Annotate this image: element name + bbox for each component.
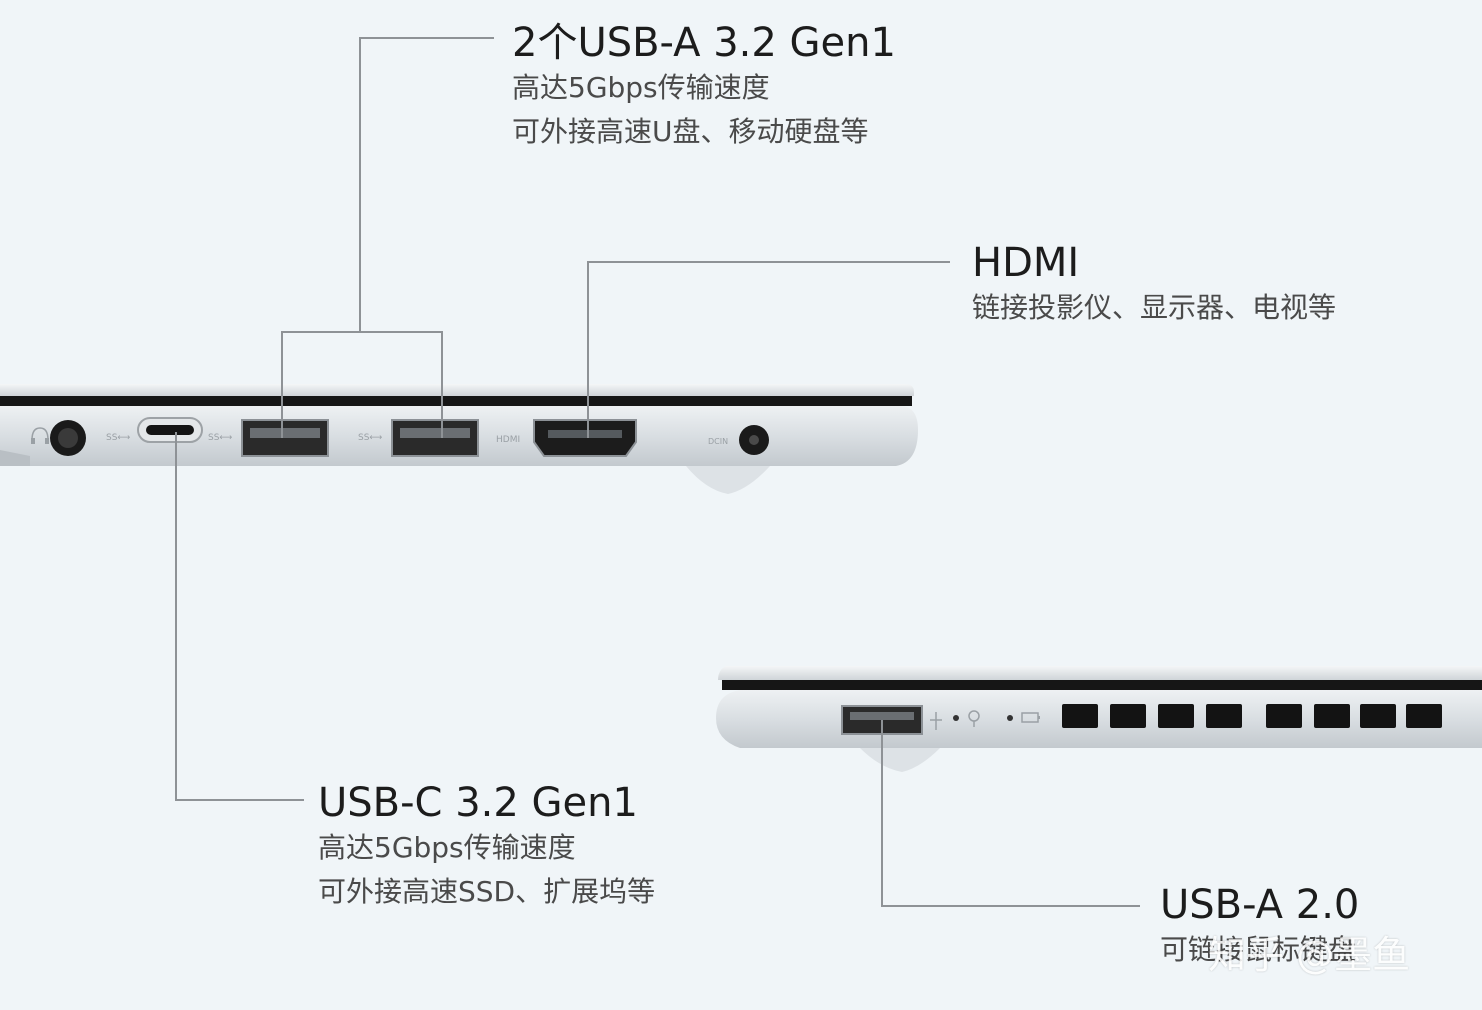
- leader-usb-a-32: [359, 37, 494, 332]
- hdmi-port-inner: [548, 430, 622, 438]
- headset-icon: [31, 427, 49, 444]
- rubber-foot: [686, 466, 770, 494]
- usb-icon: [930, 712, 942, 730]
- usb-a-port-1-tongue: [250, 428, 320, 438]
- label-usb-a-32: 2个USB-A 3.2 Gen1 高达5Gbps传输速度 可外接高速U盘、移动硬…: [512, 20, 896, 154]
- vent-slot: [1158, 704, 1194, 728]
- lid-edge: [0, 384, 914, 396]
- vent-slot: [1360, 704, 1396, 728]
- label-hdmi-line1: 链接投影仪、显示器、电视等: [972, 291, 1337, 324]
- charge-led: [953, 715, 959, 721]
- vent-slot: [1206, 704, 1242, 728]
- label-usb-a-32-line2: 可外接高速U盘、移动硬盘等: [512, 115, 869, 148]
- leader-usb-a-20: [881, 720, 1140, 907]
- rubber-foot-right: [860, 748, 940, 772]
- hdmi-marking: HDMI: [496, 435, 520, 445]
- vent-slot: [1266, 704, 1302, 728]
- leader-usb-a-32-bracket: [281, 331, 443, 438]
- label-usb-c-32-line1: 高达5Gbps传输速度: [318, 831, 576, 864]
- hinge-shadow: [0, 450, 30, 466]
- dc-in-pin: [749, 435, 759, 445]
- label-usb-a-32-title: 2个USB-A 3.2 Gen1: [512, 20, 896, 66]
- watermark: 知乎 @墨鱼: [1208, 933, 1411, 977]
- label-usb-a-20-title: USB-A 2.0: [1160, 882, 1360, 928]
- vent-slot: [1406, 704, 1442, 728]
- battery-icon: [1021, 712, 1040, 723]
- usb-a-20-port-tongue: [850, 712, 914, 720]
- ss-marking-2: SS⟷: [208, 433, 232, 443]
- label-usb-a-20-line1: 可链接鼠标键盘: [1160, 933, 1357, 966]
- lid-gap-right: [722, 680, 1482, 690]
- lid-edge-right: [718, 666, 1482, 680]
- audio-jack-inner: [58, 428, 78, 448]
- lid-gap: [0, 396, 912, 406]
- laptop-right-side: [716, 666, 1482, 772]
- label-hdmi-title: HDMI: [972, 240, 1080, 286]
- label-usb-c-32-title: USB-C 3.2 Gen1: [318, 780, 638, 826]
- power-led: [1007, 715, 1013, 721]
- ss-marking-1: SS⟷: [106, 433, 130, 443]
- leader-usb-c: [175, 432, 304, 801]
- vent-slot: [1062, 704, 1098, 728]
- lightbulb-icon: [968, 710, 980, 727]
- usb-c-port-inner: [146, 425, 194, 435]
- vent-slot: [1110, 704, 1146, 728]
- label-usb-a-20: USB-A 2.0 可链接鼠标键盘: [1160, 882, 1359, 972]
- label-usb-c-32-line2: 可外接高速SSD、扩展坞等: [318, 875, 656, 908]
- label-usb-c-32: USB-C 3.2 Gen1 高达5Gbps传输速度 可外接高速SSD、扩展坞等: [318, 780, 655, 914]
- dcin-marking: DCIN: [708, 437, 728, 446]
- air-vents: [1062, 704, 1442, 728]
- label-usb-a-32-line1: 高达5Gbps传输速度: [512, 71, 770, 104]
- laptop-left-side: SS⟷ SS⟷ SS⟷ HDMI DCIN: [0, 384, 918, 494]
- ss-marking-3: SS⟷: [358, 433, 382, 443]
- usb-a-port-2-tongue: [400, 428, 470, 438]
- label-hdmi: HDMI 链接投影仪、显示器、电视等: [972, 240, 1336, 330]
- leader-hdmi: [587, 261, 950, 438]
- leader-lines: [175, 37, 1140, 907]
- vent-slot: [1314, 704, 1350, 728]
